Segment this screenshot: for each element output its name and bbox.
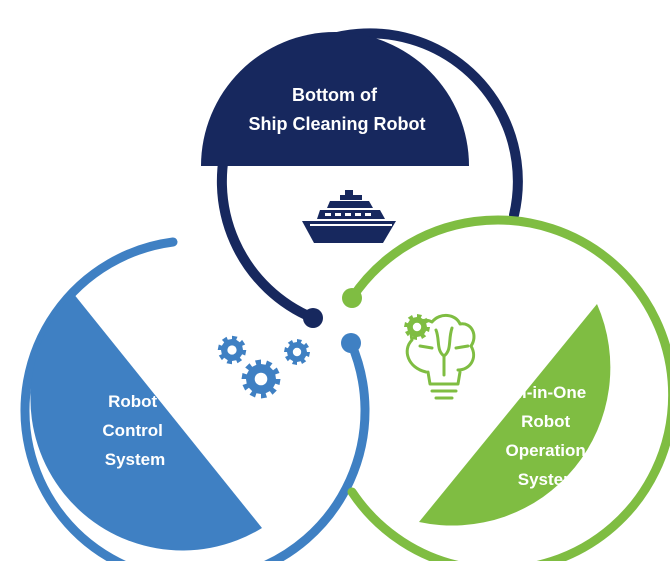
right-label-line-2: Robot bbox=[521, 412, 570, 431]
brain-bulb-icon bbox=[405, 314, 476, 400]
left-label-line-2: Control bbox=[102, 421, 162, 440]
left-label: Robot Control System bbox=[102, 392, 167, 469]
top-label-line-1: Bottom of bbox=[292, 85, 378, 105]
left-label-shape bbox=[30, 293, 263, 551]
left-label-line-1: Robot bbox=[108, 392, 157, 411]
right-label: All-in-One Robot Operation System bbox=[505, 383, 591, 489]
ship-icon bbox=[302, 190, 396, 243]
left-ring-arc bbox=[20, 237, 370, 561]
gear-hole bbox=[227, 345, 237, 355]
top-label: Bottom of Ship Cleaning Robot bbox=[249, 85, 426, 134]
top-label-shape bbox=[201, 32, 469, 166]
ship-windows bbox=[310, 213, 392, 226]
gears-icon bbox=[217, 335, 310, 399]
gear-hole bbox=[292, 347, 302, 357]
right-ring-endpoint-dot bbox=[342, 288, 362, 308]
gear-hole bbox=[254, 372, 268, 386]
right-label-shape bbox=[419, 304, 611, 526]
right-ring-arc bbox=[347, 215, 670, 561]
top-label-line-2: Ship Cleaning Robot bbox=[249, 114, 426, 134]
right-label-line-1: All-in-One bbox=[505, 383, 586, 402]
gear-hole bbox=[412, 322, 422, 332]
left-segment: Robot Control System bbox=[20, 237, 370, 561]
left-ring-endpoint-dot bbox=[341, 333, 361, 353]
left-label-line-3: System bbox=[105, 450, 165, 469]
right-segment: All-in-One Robot Operation System bbox=[342, 215, 670, 561]
right-label-line-4: System bbox=[518, 470, 578, 489]
top-ring-endpoint-dot bbox=[303, 308, 323, 328]
top-segment: Bottom of Ship Cleaning Robot bbox=[201, 28, 523, 328]
right-label-line-3: Operation bbox=[505, 441, 585, 460]
brain-gear-icon bbox=[404, 314, 430, 340]
